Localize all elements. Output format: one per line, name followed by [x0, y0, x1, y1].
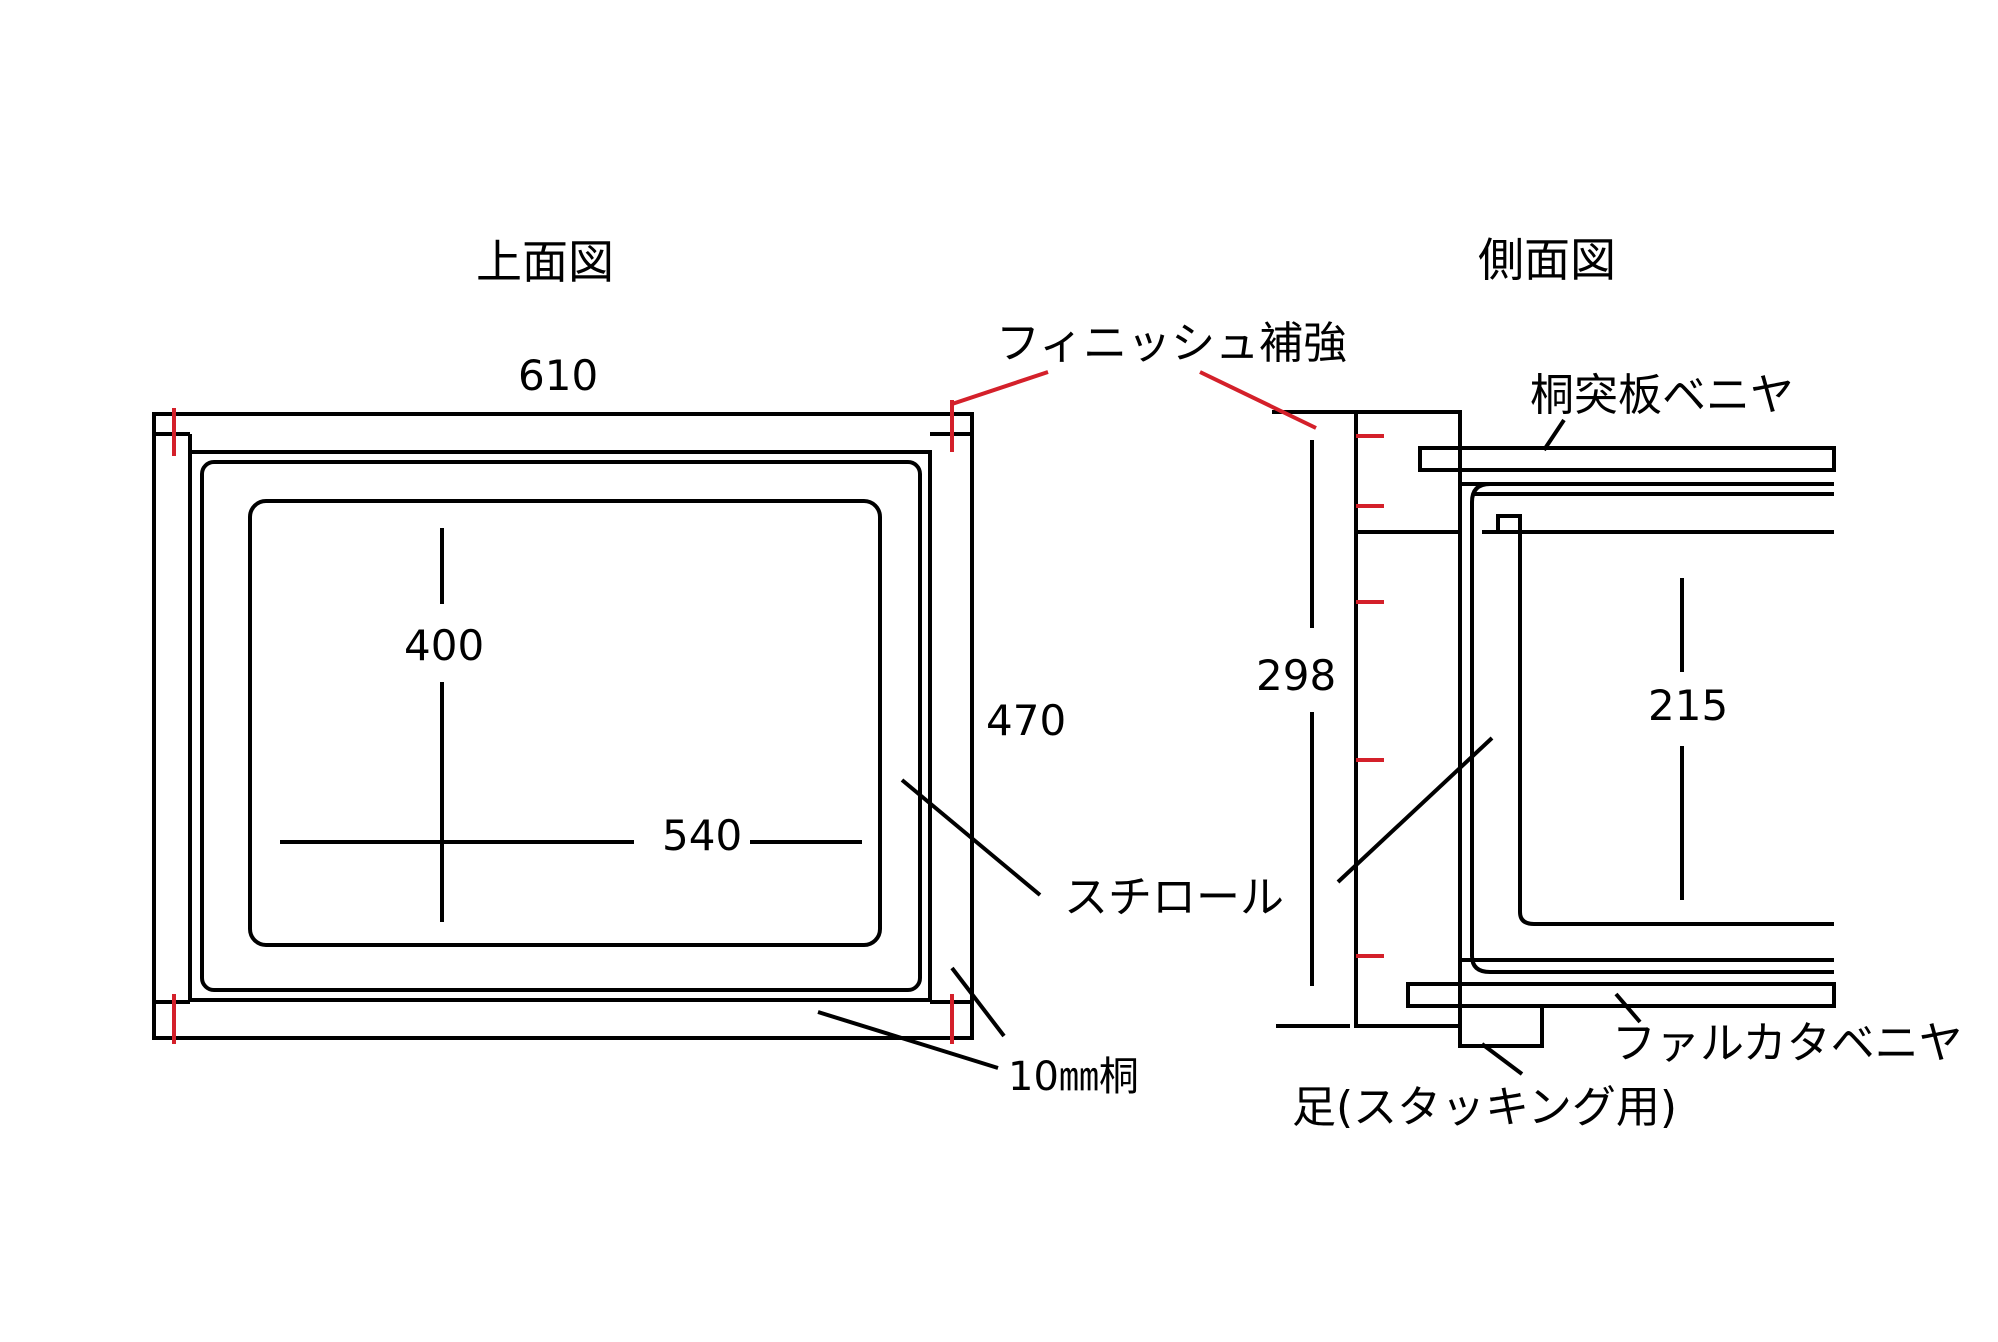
finish-reinforcement-leader-left [951, 370, 1049, 406]
side-view [1272, 410, 1836, 1076]
side-view-title: 側面図 [1478, 233, 1616, 287]
side-inner-height-dimension: 215 [1648, 681, 1728, 730]
side-view-top-veneer [1418, 446, 1836, 472]
styrofoam-label: スチロール [1064, 872, 1284, 923]
side-view-bottom-veneer [1406, 982, 1836, 1008]
side-view-leg [1458, 1004, 1544, 1048]
styrofoam-leader-side [1336, 736, 1494, 884]
top-width-dimension: 610 [518, 351, 598, 400]
finish-reinforcement-label: フィニッシュ補強 [996, 318, 1347, 369]
side-height-dimension: 298 [1256, 651, 1336, 700]
legs-stacking-label: 足(スタッキング用) [1292, 1082, 1677, 1133]
paulownia-veneer-label: 桐突板ベニヤ [1530, 370, 1794, 421]
paulownia-10mm-label: 10㎜桐 [1008, 1054, 1139, 1100]
paulownia-veneer-leader [1542, 418, 1566, 452]
styrofoam-leader-top [900, 778, 1042, 897]
finish-reinforcement-leader-right [1199, 370, 1317, 430]
top-view [152, 412, 1042, 1070]
paulownia-leader-1 [817, 1010, 999, 1070]
legs-leader [1480, 1042, 1524, 1076]
top-view-inner-frame [188, 450, 932, 1002]
top-view-title: 上面図 [476, 235, 614, 289]
top-inner-depth-dimension: 400 [404, 621, 484, 670]
top-inner-width-dimension: 540 [662, 811, 742, 860]
paulownia-leader-2 [950, 966, 1006, 1038]
side-view-cavity [1482, 514, 1834, 534]
falcata-veneer-label: ファルカタベニヤ [1612, 1018, 1963, 1069]
side-view-styrofoam-outline [1470, 482, 1834, 974]
top-view-markers [172, 370, 1049, 1044]
top-view-outer-frame [152, 412, 974, 1040]
top-view-cavity [248, 499, 882, 947]
top-depth-dimension: 470 [986, 696, 1066, 745]
falcata-veneer-leader [1614, 992, 1642, 1024]
side-view-markers [1199, 370, 1384, 958]
top-view-styrofoam-outer [200, 460, 922, 992]
